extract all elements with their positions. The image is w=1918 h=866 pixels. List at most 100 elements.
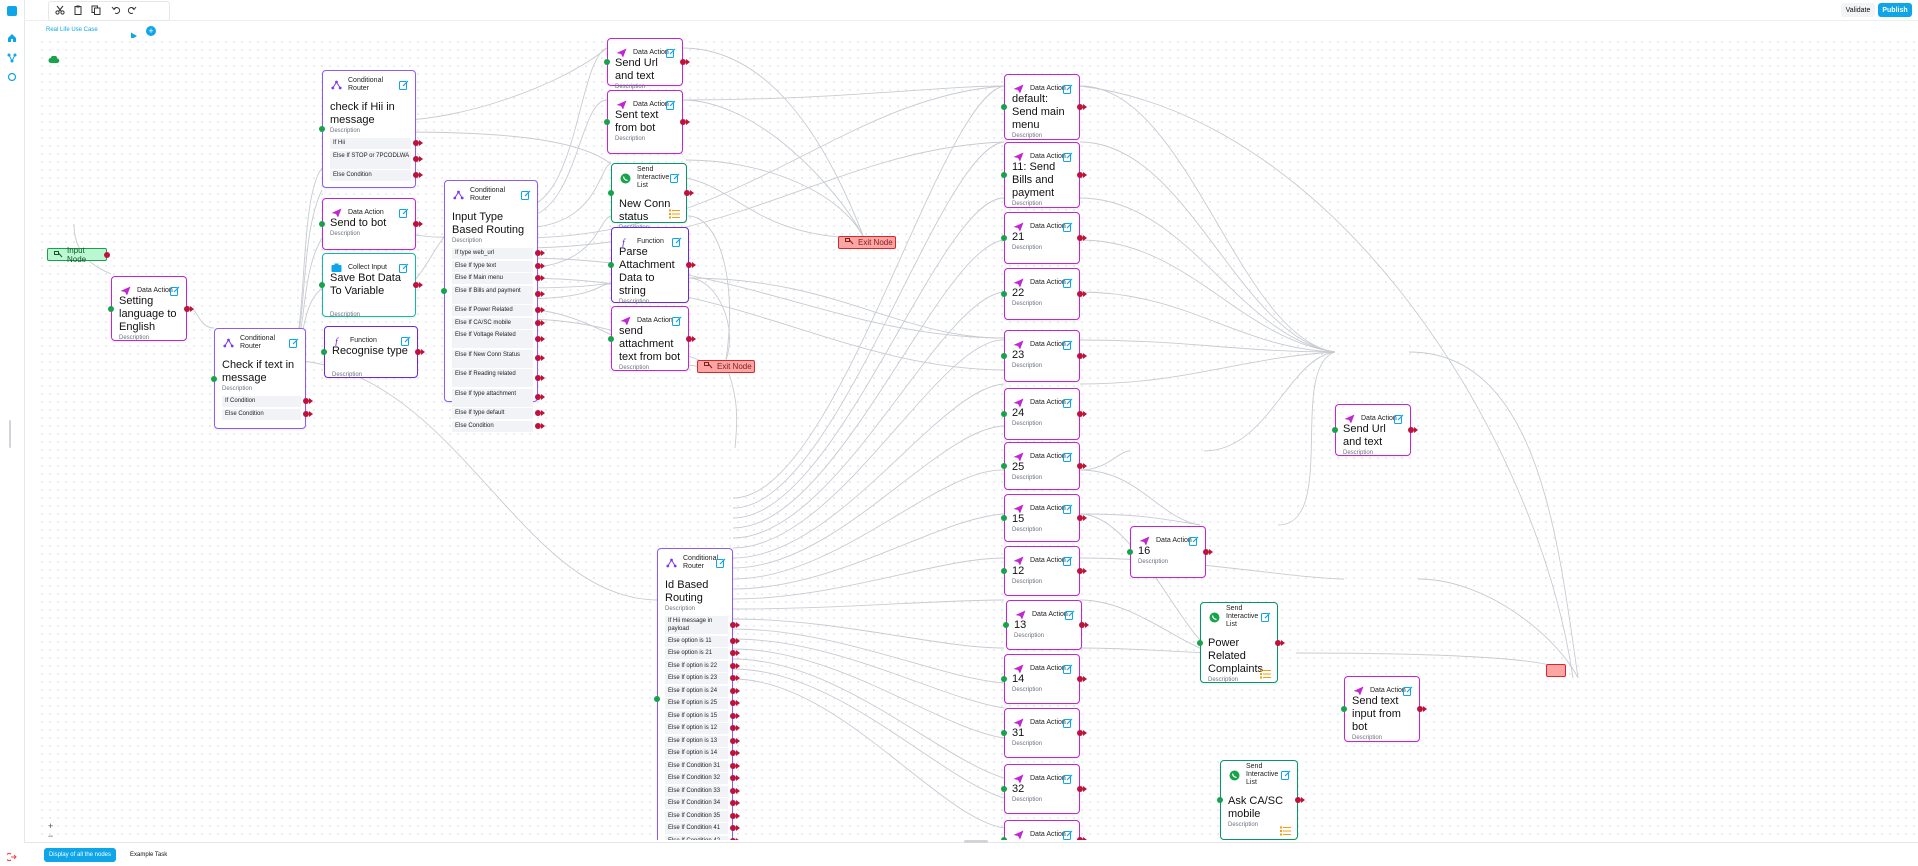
condition-output-port[interactable]: [413, 140, 419, 147]
zoom-in-button[interactable]: +: [48, 821, 54, 831]
condition-output-port[interactable]: [730, 787, 736, 794]
input-port[interactable]: [654, 696, 660, 702]
condition-output-port[interactable]: [535, 275, 541, 282]
input-port[interactable]: [1217, 797, 1223, 803]
input-port[interactable]: [604, 59, 610, 65]
exit-node[interactable]: Exit Node: [697, 360, 755, 373]
output-port[interactable]: [1417, 706, 1423, 712]
edit-icon[interactable]: [1189, 533, 1199, 546]
condition-output-port[interactable]: [535, 250, 541, 257]
condition-output-port[interactable]: [730, 725, 736, 732]
output-port[interactable]: [1077, 291, 1083, 297]
edit-icon[interactable]: [170, 283, 180, 296]
tab-display-all-nodes[interactable]: Display of all the nodes: [44, 848, 116, 862]
input-port[interactable]: [1001, 235, 1007, 241]
condition-output-port[interactable]: [730, 737, 736, 744]
output-port[interactable]: [684, 190, 690, 196]
input-node[interactable]: Input Node: [47, 246, 107, 264]
condition-output-port[interactable]: [730, 650, 736, 657]
input-port[interactable]: [1001, 291, 1007, 297]
exit-node-partial[interactable]: [1546, 664, 1566, 677]
output-port[interactable]: [1077, 235, 1083, 241]
input-port[interactable]: [1001, 730, 1007, 736]
input-port[interactable]: [211, 375, 217, 382]
input-port[interactable]: [1341, 706, 1347, 712]
condition-output-port[interactable]: [730, 621, 736, 628]
edit-icon[interactable]: [1063, 827, 1073, 840]
input-port[interactable]: [1003, 622, 1009, 628]
output-port[interactable]: [1203, 549, 1209, 555]
input-port[interactable]: [1197, 639, 1203, 646]
input-port[interactable]: [1001, 568, 1007, 574]
condition-output-port[interactable]: [535, 262, 541, 269]
output-port[interactable]: [1077, 104, 1083, 110]
edit-icon[interactable]: [1063, 553, 1073, 566]
condition-output-port[interactable]: [730, 837, 736, 840]
condition-output-port[interactable]: [730, 825, 736, 832]
edit-icon[interactable]: [401, 333, 411, 346]
add-tab-icon[interactable]: +: [146, 26, 156, 36]
input-port[interactable]: [1001, 786, 1007, 792]
condition-output-port[interactable]: [730, 750, 736, 757]
condition-output-port[interactable]: [730, 775, 736, 782]
input-port[interactable]: [1332, 427, 1338, 433]
input-port[interactable]: [321, 349, 327, 355]
input-port[interactable]: [1001, 104, 1007, 110]
condition-output-port[interactable]: [413, 156, 419, 163]
input-port[interactable]: [604, 119, 610, 125]
edit-icon[interactable]: [1063, 771, 1073, 784]
rail-resize-handle[interactable]: [9, 420, 11, 448]
output-port[interactable]: [1077, 786, 1083, 792]
output-port[interactable]: [1295, 797, 1301, 803]
edit-icon[interactable]: [716, 555, 726, 568]
workflow-icon[interactable]: [5, 51, 19, 65]
edit-icon[interactable]: [666, 45, 676, 58]
input-port[interactable]: [319, 126, 325, 132]
output-port[interactable]: [1077, 515, 1083, 521]
condition-output-port[interactable]: [730, 700, 736, 707]
edit-icon[interactable]: [1063, 149, 1073, 162]
condition-output-port[interactable]: [535, 394, 541, 401]
condition-output-port[interactable]: [730, 762, 736, 769]
flow-node-n-last[interactable]: Data Action: [1004, 820, 1080, 840]
integrations-icon[interactable]: [5, 70, 19, 84]
edit-icon[interactable]: [1281, 767, 1291, 780]
edit-icon[interactable]: [1063, 501, 1073, 514]
edit-icon[interactable]: [1403, 683, 1413, 696]
output-port[interactable]: [413, 221, 419, 227]
edit-icon[interactable]: [1063, 715, 1073, 728]
input-port[interactable]: [441, 288, 447, 294]
input-port[interactable]: [1001, 172, 1007, 178]
condition-output-port[interactable]: [730, 812, 736, 819]
copy-icon[interactable]: [88, 2, 104, 18]
output-port[interactable]: [1077, 353, 1083, 359]
output-port[interactable]: [1077, 730, 1083, 736]
output-port[interactable]: [1275, 639, 1281, 646]
condition-output-port[interactable]: [535, 307, 541, 314]
condition-output-port[interactable]: [730, 687, 736, 694]
condition-output-port[interactable]: [535, 291, 541, 298]
play-icon[interactable]: [130, 27, 138, 45]
output-port[interactable]: [686, 335, 692, 342]
validate-button[interactable]: Validate: [1841, 3, 1875, 17]
edit-icon[interactable]: [1394, 411, 1404, 424]
clipboard-icon[interactable]: [70, 2, 86, 18]
